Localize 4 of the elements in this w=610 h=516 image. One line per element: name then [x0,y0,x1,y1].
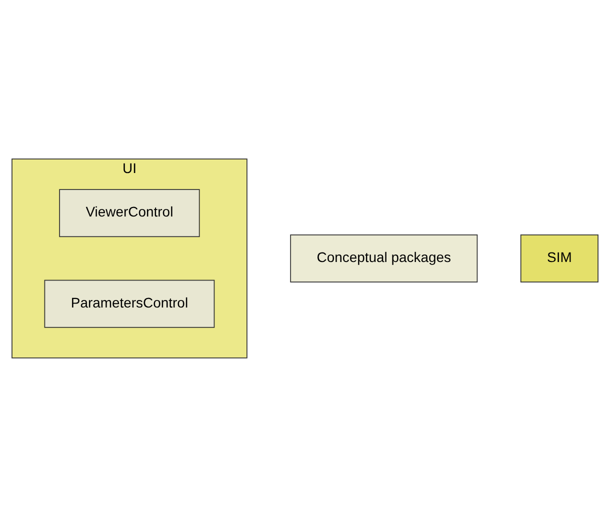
node-box: ViewerControl [59,188,200,237]
node-box: ParametersControl [44,279,215,328]
node-box: Conceptual packages [290,234,478,282]
node-box: SIM [520,234,598,282]
